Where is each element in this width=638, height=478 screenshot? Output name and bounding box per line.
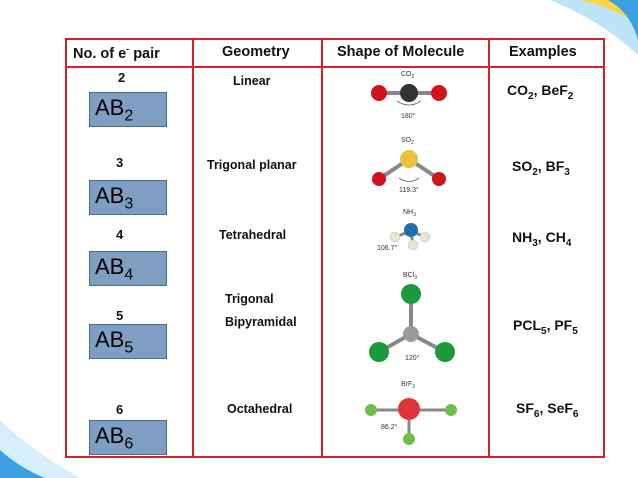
formula-box-ab4: AB4: [89, 251, 167, 286]
geometry-label: Tetrahedral: [219, 228, 287, 242]
formula-box-ab5: AB5: [89, 324, 167, 359]
svg-text:180°: 180°: [401, 112, 416, 120]
header-examples: Examples: [509, 44, 577, 60]
co2-molecule-image: CO2 180°: [371, 71, 447, 120]
svg-text:86.2°: 86.2°: [381, 423, 398, 431]
svg-text:CO2: CO2: [401, 71, 415, 80]
brf3-molecule-image: BrF3 86.2°: [365, 381, 457, 445]
svg-text:NH3: NH3: [403, 209, 416, 218]
nh3-molecule-image: NH3 106.7°: [377, 209, 431, 252]
column-divider: [321, 40, 323, 456]
geometry-label: Trigonal: [225, 292, 274, 306]
examples-text: PCL5, PF5: [513, 317, 578, 337]
electron-pairs-value: 4: [116, 227, 124, 242]
electron-pairs-value: 2: [118, 70, 126, 85]
so2-molecule-image: SO2 119.3°: [372, 137, 446, 194]
examples-text: NH3, CH4: [512, 229, 572, 249]
formula-box-ab2: AB2: [89, 92, 167, 127]
svg-text:119.3°: 119.3°: [399, 186, 419, 194]
column-divider: [488, 40, 490, 456]
electron-pairs-value: 3: [116, 155, 124, 170]
header-divider: [67, 66, 603, 68]
electron-pairs-value: 5: [116, 308, 124, 323]
geometry-table: No. of e- pair Geometry Shape of Molecul…: [65, 38, 605, 458]
geometry-label-line2: Bipyramidal: [225, 315, 297, 329]
bcl3-molecule-image: BCl3 120°: [369, 272, 455, 362]
header-shape: Shape of Molecule: [337, 44, 465, 60]
column-divider: [192, 40, 194, 456]
examples-text: CO2, BeF2: [507, 82, 574, 102]
geometry-label: Linear: [233, 74, 271, 88]
svg-text:BrF3: BrF3: [401, 381, 415, 390]
examples-text: SO2, BF3: [512, 158, 570, 178]
electron-pairs-value: 6: [116, 402, 124, 417]
formula-box-ab3: AB3: [89, 180, 167, 215]
header-pairs: No. of e- pair: [73, 44, 160, 62]
svg-text:SO2: SO2: [401, 137, 414, 146]
svg-text:120°: 120°: [405, 354, 420, 362]
header-geometry: Geometry: [222, 44, 290, 60]
geometry-label: Trigonal planar: [207, 158, 297, 172]
svg-text:106.7°: 106.7°: [377, 244, 398, 252]
geometry-label: Octahedral: [227, 402, 293, 416]
formula-box-ab6: AB6: [89, 420, 167, 455]
svg-text:BCl3: BCl3: [403, 272, 417, 281]
examples-text: SF6, SeF6: [516, 400, 579, 420]
